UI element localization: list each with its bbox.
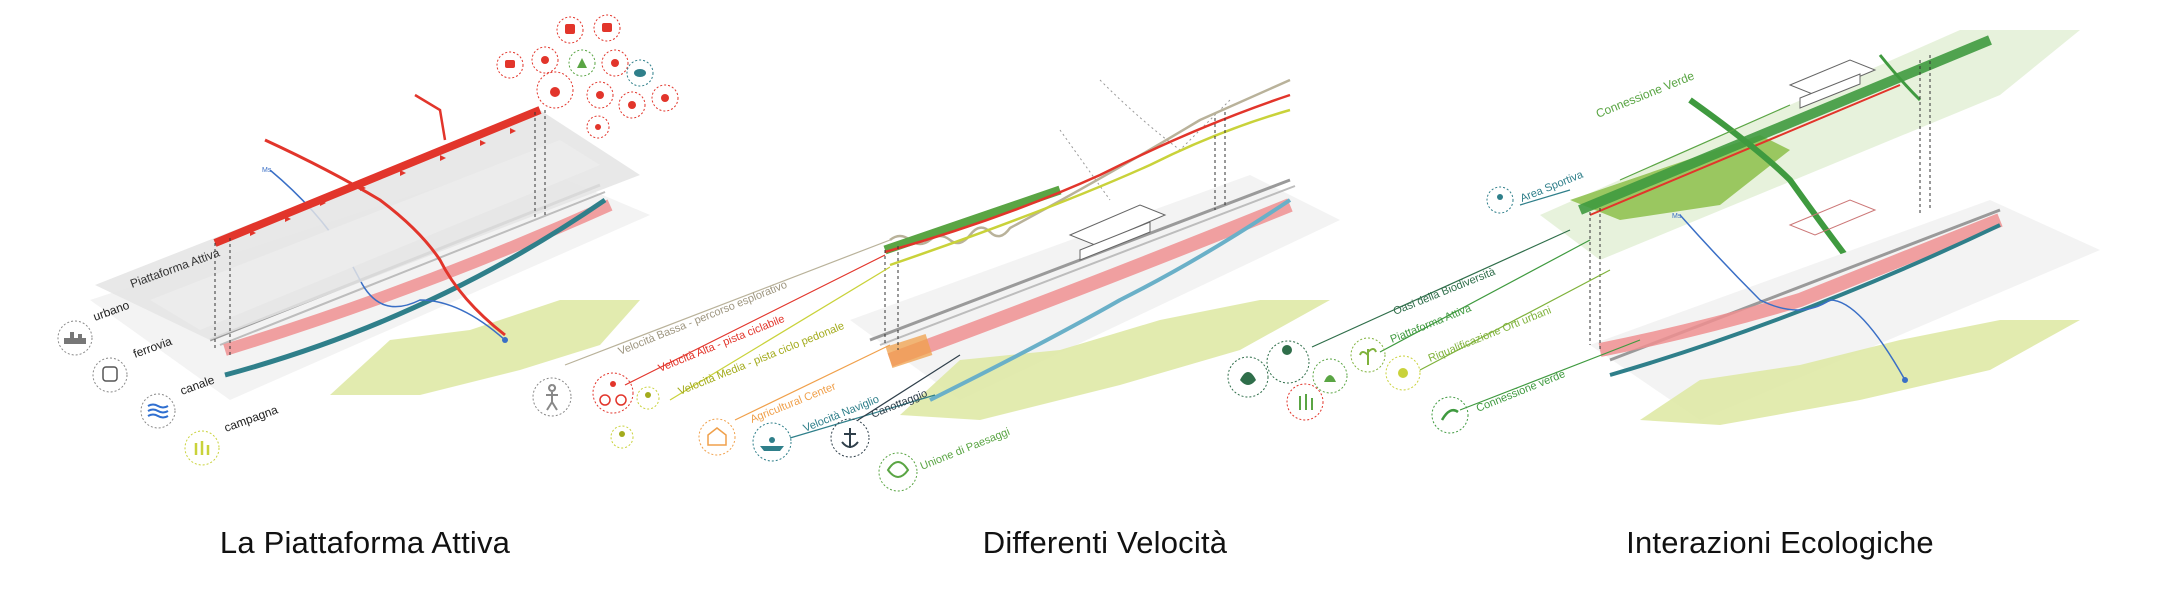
activity-icon bbox=[651, 84, 679, 112]
walker-small-icon bbox=[610, 425, 634, 449]
ferrovia-icon bbox=[92, 357, 128, 393]
activity-icon bbox=[568, 49, 596, 77]
biodiversity-icon bbox=[1266, 340, 1310, 384]
p1-activity-markers bbox=[250, 128, 516, 236]
p2-dotted-guides bbox=[884, 112, 1226, 350]
p1-countryside-area bbox=[330, 300, 640, 395]
p3-green-connector-2 bbox=[1878, 54, 1922, 102]
p1-platform-strip bbox=[150, 140, 600, 330]
label-connessione-verde-top: Connessione Verde bbox=[1594, 68, 1697, 120]
activity-icon bbox=[586, 115, 610, 139]
sport-icon bbox=[1486, 186, 1514, 214]
urbano-icon bbox=[57, 320, 93, 356]
p2-icons bbox=[532, 372, 918, 492]
activity-icon bbox=[601, 49, 629, 77]
sprout-icon bbox=[1350, 337, 1386, 373]
p2-station-building bbox=[1068, 204, 1167, 261]
leaf-icon bbox=[1227, 356, 1269, 398]
panel-1-diagram: Piattaforma Attiva Ms bbox=[57, 14, 679, 466]
p3-upper-buildings bbox=[1788, 59, 1877, 109]
campagna-icon bbox=[184, 430, 220, 466]
p3-countryside-area bbox=[1640, 320, 2080, 425]
walker-icon bbox=[532, 377, 572, 417]
p1-red-connector-2 bbox=[414, 93, 447, 141]
p2-pink-band bbox=[887, 198, 1293, 367]
p2-green-band bbox=[883, 185, 1062, 255]
p2-canal bbox=[929, 198, 1292, 402]
caption-interazioni-ecologiche: Interazioni Ecologiche bbox=[1626, 525, 1934, 560]
p2-high-speed-route bbox=[884, 93, 1291, 254]
agri-icon bbox=[698, 418, 736, 456]
p1-red-connector bbox=[264, 138, 506, 337]
p1-red-platform bbox=[213, 106, 542, 247]
activity-icon bbox=[626, 59, 654, 87]
p2-countryside-area bbox=[900, 300, 1330, 420]
p1-stream-dot bbox=[502, 337, 508, 343]
boat-icon bbox=[752, 422, 792, 462]
flower-icon bbox=[1286, 383, 1324, 421]
p3-ground-plane bbox=[1590, 200, 2100, 420]
caption-differenti-velocita: Differenti Velocità bbox=[982, 525, 1228, 560]
panel-2-diagram: Velocità Bassa - percorso esplorativo Ve… bbox=[532, 78, 1340, 492]
p3-lower-buildings bbox=[1788, 199, 1877, 236]
activity-icon bbox=[618, 91, 646, 119]
plant-icon bbox=[1312, 358, 1348, 394]
p3-red-line-upper bbox=[1589, 84, 1901, 216]
p3-blue-stream bbox=[1679, 214, 1906, 381]
p2-leaders bbox=[564, 239, 961, 439]
p3-blue-tag: Ms bbox=[1672, 213, 1682, 220]
p3-stream-dot bbox=[1902, 377, 1908, 383]
anchor-icon bbox=[830, 418, 870, 458]
p3-platform-band bbox=[1578, 35, 1992, 215]
garden-icon bbox=[1385, 355, 1421, 391]
p1-canal bbox=[224, 197, 607, 378]
p1-activity-icons bbox=[496, 14, 679, 139]
caption-piattaforma-attiva: La Piattaforma Attiva bbox=[219, 525, 511, 560]
cyclist-icon bbox=[592, 372, 634, 414]
panel-3-diagram: Ms Connessione Verde Area Sportiva Oasi … bbox=[1227, 30, 2100, 434]
p2-agricultural-center bbox=[885, 334, 933, 368]
canale-icon bbox=[140, 393, 176, 429]
p2-dotted-path bbox=[1059, 79, 1231, 201]
landscape-icon bbox=[878, 452, 918, 492]
label-unione-paesaggi: Unione di Paesaggi bbox=[919, 426, 1012, 473]
activity-icon bbox=[496, 51, 524, 79]
runner-icon bbox=[636, 386, 660, 410]
p3-pink-band bbox=[1598, 213, 2003, 357]
activity-icon bbox=[556, 16, 584, 44]
label-connessione-verde-bottom: Connessione verde bbox=[1475, 368, 1567, 415]
p3-leaders bbox=[1311, 104, 1791, 411]
p1-dotted-guides bbox=[214, 110, 546, 355]
activity-icon bbox=[531, 46, 559, 74]
label-oasi-biodiversita: Oasi della Biodiversità bbox=[1392, 266, 1498, 318]
activity-icon bbox=[593, 14, 621, 42]
green-connection-icon bbox=[1431, 396, 1469, 434]
p3-dotted-guides bbox=[1589, 55, 1931, 350]
p1-blue-tag: Ms bbox=[262, 167, 272, 174]
biodiversity-icon-2 bbox=[1282, 345, 1292, 355]
legend-campagna: campagna bbox=[222, 402, 280, 434]
activity-icon bbox=[536, 71, 574, 109]
p1-railway-2 bbox=[219, 191, 606, 346]
activity-icon bbox=[586, 81, 614, 109]
p2-railway-2 bbox=[879, 185, 1296, 346]
p3-icons bbox=[1227, 186, 1514, 434]
p2-medium-speed-route bbox=[889, 108, 1291, 267]
